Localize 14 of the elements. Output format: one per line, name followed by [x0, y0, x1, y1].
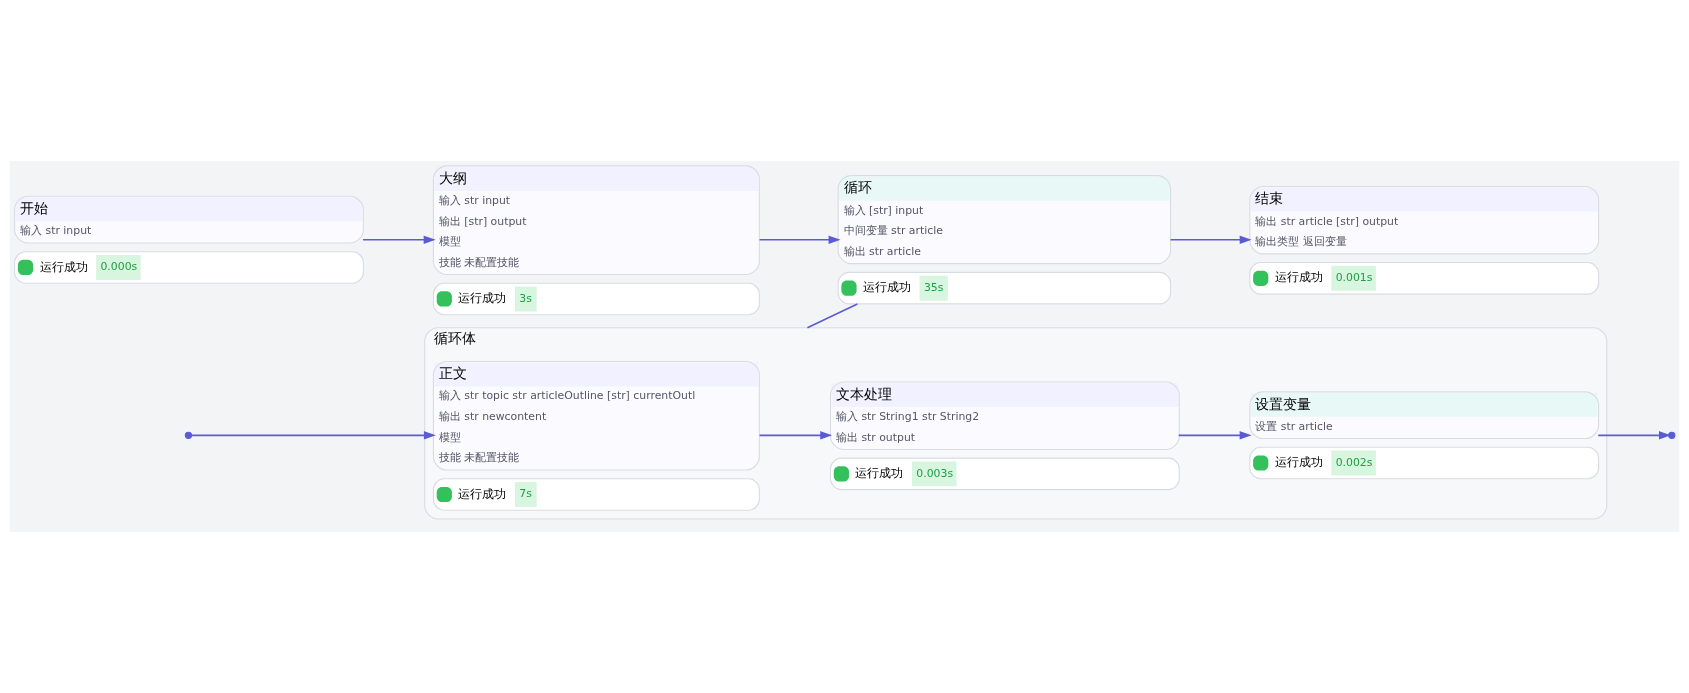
node-label: 0.000s [100, 260, 138, 274]
node-label: 运行成功 [863, 280, 912, 295]
node-label: 0.001s [1335, 271, 1373, 285]
node-label: 运行成功 [458, 291, 507, 306]
node-label: 0.003s [916, 466, 954, 480]
node-label: 7s [519, 487, 532, 501]
node-label: 运行成功 [1274, 455, 1323, 470]
node-label: 运行成功 [1274, 270, 1323, 285]
node-label: 运行成功 [855, 465, 904, 480]
node-label: 3s [519, 291, 532, 305]
node-label: 35s [923, 280, 944, 294]
node-label: 运行成功 [458, 486, 507, 501]
node-label: 0.002s [1335, 455, 1373, 469]
node-label: 运行成功 [39, 259, 88, 274]
